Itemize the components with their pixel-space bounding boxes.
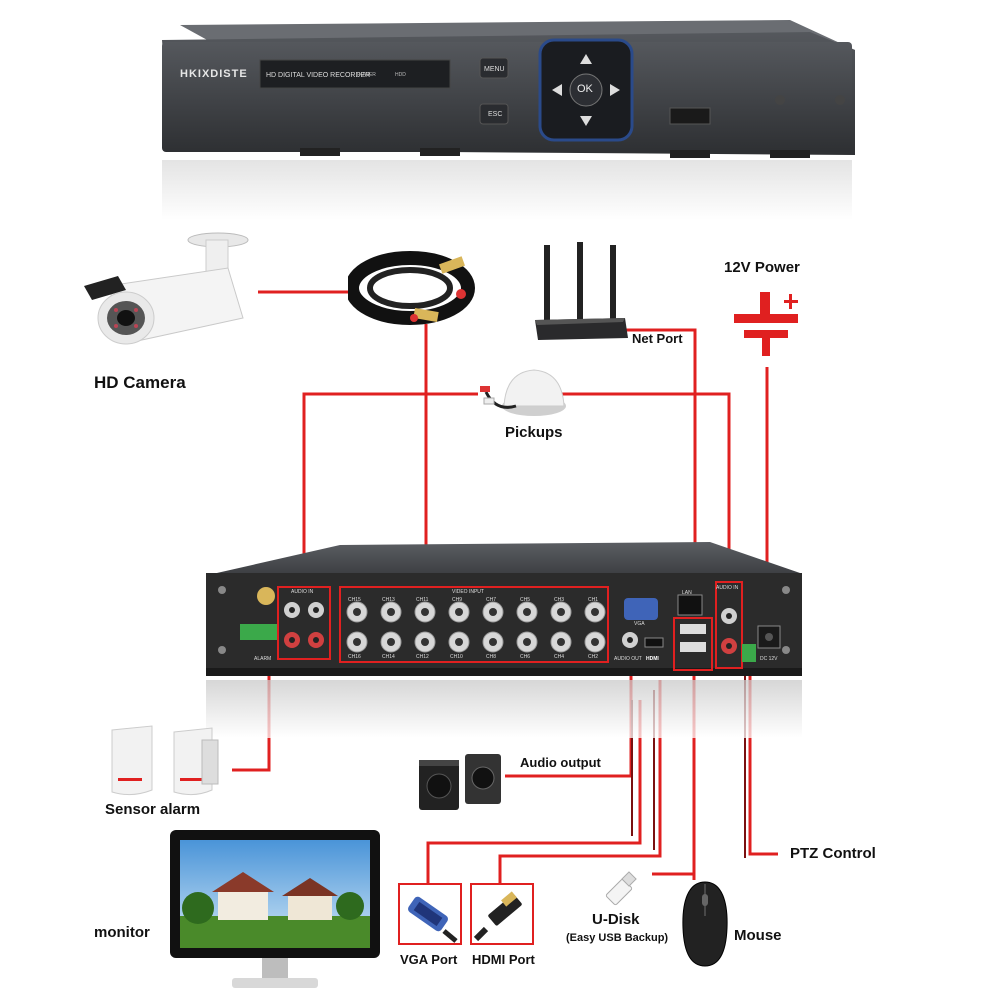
ch12: CH12 — [416, 654, 429, 660]
u-disk-sub-label: (Easy USB Backup) — [566, 932, 669, 944]
net-port-label: Net Port — [632, 331, 683, 346]
esc-button[interactable]: ESC — [488, 111, 503, 118]
dvr-hdd-text: HDD — [395, 72, 406, 78]
ch13: CH13 — [382, 597, 395, 603]
video-input-text: VIDEO INPUT — [452, 589, 484, 595]
battery-icon — [734, 292, 798, 356]
video-cable-icon — [348, 251, 475, 325]
dc-text: DC 12V — [760, 656, 778, 662]
ch14: CH14 — [382, 654, 395, 660]
dvr-rear-panel — [206, 542, 802, 738]
wire-vga — [426, 700, 642, 885]
vga-port-label: VGA Port — [400, 952, 458, 967]
alarm-text: ALARM — [254, 656, 272, 662]
wire-hdmi — [498, 680, 662, 885]
mouse-label: Mouse — [734, 927, 782, 944]
vga-text: VGA — [634, 621, 645, 627]
vga-cable-icon — [408, 896, 458, 943]
ch10: CH10 — [450, 654, 463, 660]
sensor-alarm-label: Sensor alarm — [105, 801, 201, 818]
hdmi-text: HDMI — [646, 656, 659, 662]
audio-in-left-text: AUDIO IN — [291, 589, 314, 595]
ch2: CH2 — [588, 654, 599, 660]
ch16: CH16 — [348, 654, 361, 660]
dvr-brand: HKIXDISTE — [180, 68, 248, 80]
ptz-control-label: PTZ Control — [790, 845, 876, 862]
ch7: CH7 — [486, 597, 497, 603]
usb-drive-icon — [605, 871, 637, 906]
menu-button[interactable]: MENU — [484, 66, 505, 73]
speakers-icon — [419, 754, 501, 810]
mouse-icon — [682, 881, 728, 967]
router-icon — [535, 242, 628, 340]
pickups-label: Pickups — [505, 424, 563, 441]
u-disk-label: U-Disk — [592, 911, 640, 928]
audio-in-right-text: AUDIO IN — [716, 585, 739, 591]
microphone-pickup-icon — [480, 369, 566, 416]
monitor-label: monitor — [94, 924, 150, 941]
ch15: CH15 — [348, 597, 361, 603]
dvr-model-text: HD DIGITAL VIDEO RECORDER — [266, 72, 371, 79]
ch11: CH11 — [416, 597, 429, 603]
monitor-icon — [170, 830, 380, 988]
vga-port-box — [398, 883, 462, 945]
ch8: CH8 — [486, 654, 497, 660]
hdmi-port-label: HDMI Port — [472, 952, 535, 967]
hdmi-cable-icon — [473, 891, 522, 942]
ok-button[interactable]: OK — [577, 83, 593, 95]
ch6: CH6 — [520, 654, 531, 660]
ch5: CH5 — [520, 597, 531, 603]
wire-pickup-audio-left — [302, 392, 478, 585]
dvr-front-unit — [162, 20, 855, 220]
audio-out-text: AUDIO OUT — [614, 656, 642, 662]
power-label: 12V Power — [724, 259, 800, 276]
lan-text: LAN — [682, 590, 692, 596]
hd-camera-label: HD Camera — [94, 373, 186, 392]
ch3: CH3 — [554, 597, 565, 603]
audio-output-label: Audio output — [520, 755, 601, 770]
ch1: CH1 — [588, 597, 599, 603]
camera-icon — [84, 232, 249, 345]
wire-pickup-audio-right — [562, 392, 731, 585]
motion-sensor-icon — [111, 725, 219, 796]
ch4: CH4 — [554, 654, 565, 660]
wire-router-lan — [625, 328, 697, 590]
dvr-power-text: POWER — [357, 72, 376, 78]
hdmi-port-box — [470, 883, 534, 945]
ch9: CH9 — [452, 597, 463, 603]
